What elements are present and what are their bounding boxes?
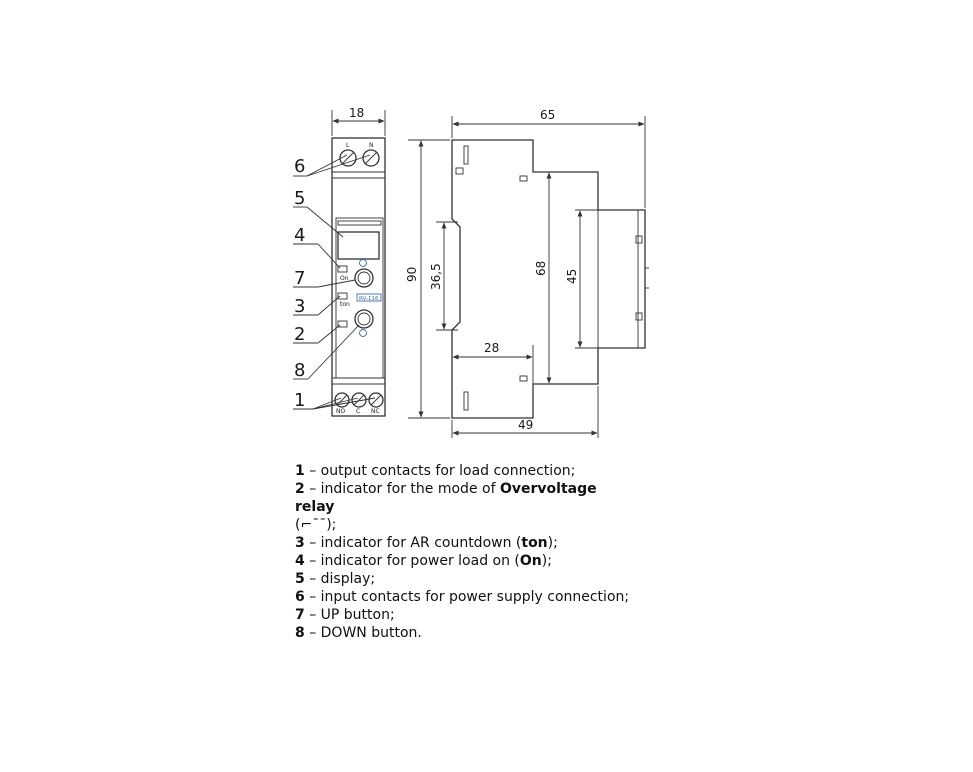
dim-depth-lower: 28 <box>484 341 499 355</box>
down-button <box>354 309 374 329</box>
dim-body-height: 68 <box>534 261 548 276</box>
legend-item-3: 3 – indicator for AR countdown (ton); <box>295 535 558 551</box>
screw-terminal-l <box>339 149 357 167</box>
up-button <box>354 268 374 288</box>
dim-din-height: 36,5 <box>429 263 443 290</box>
legend: 1 – output contacts for load connection;… <box>295 462 640 642</box>
model-label-box <box>356 293 382 302</box>
terminal-label-n: N <box>369 142 374 149</box>
front-body-outline <box>331 137 386 417</box>
legend-item-4: 4 – indicator for power load on (On); <box>295 553 552 569</box>
led-ton-label: ton <box>340 301 350 308</box>
dim-front-width: 18 <box>349 106 364 120</box>
terminal-label-c: C <box>356 408 360 415</box>
callout-5: 5 <box>294 188 305 209</box>
screw-terminal-n <box>362 149 380 167</box>
legend-item-6: 6 – input contacts for power supply conn… <box>295 589 630 605</box>
legend-item-1: 1 – output contacts for load connection; <box>295 463 576 479</box>
model-label: RV-116 <box>359 296 379 302</box>
terminal-label-l: L <box>346 142 350 149</box>
callout-7: 7 <box>294 268 305 289</box>
legend-item-8: 8 – DOWN button. <box>295 625 422 641</box>
dim-depth-bottom: 49 <box>518 418 533 432</box>
callout-3: 3 <box>294 296 305 317</box>
side-view: 65 90 36,5 68 45 28 49 <box>405 108 649 438</box>
brand-strip <box>337 220 382 226</box>
led-on <box>337 265 348 273</box>
callout-4: 4 <box>294 225 305 246</box>
dim-side-width: 65 <box>540 108 555 122</box>
callout-1: 1 <box>294 390 305 411</box>
dim-height: 90 <box>405 267 419 282</box>
legend-item-7: 7 – UP button; <box>295 607 395 623</box>
front-view: L N On ton RV-116 NO C NC 18 <box>331 106 386 417</box>
callouts: 6 5 4 7 3 2 8 1 <box>293 154 376 411</box>
callout-8: 8 <box>294 360 305 381</box>
led-overvoltage <box>337 320 348 328</box>
legend-item-2: 2 – indicator for the mode of Overvoltag… <box>295 481 597 533</box>
screw-terminal-nc <box>368 392 384 408</box>
down-arrow-icon <box>359 329 367 337</box>
callout-2: 2 <box>294 324 305 345</box>
display-window <box>337 231 380 260</box>
terminal-label-no: NO <box>336 408 345 415</box>
dim-front-height: 45 <box>565 269 579 284</box>
led-on-label: On <box>340 275 349 282</box>
legend-item-5: 5 – display; <box>295 571 376 587</box>
terminal-label-nc: NC <box>371 408 380 415</box>
side-body-outline <box>451 139 646 419</box>
led-ton <box>337 292 348 300</box>
callout-6: 6 <box>294 156 305 177</box>
up-arrow-icon <box>359 259 367 267</box>
